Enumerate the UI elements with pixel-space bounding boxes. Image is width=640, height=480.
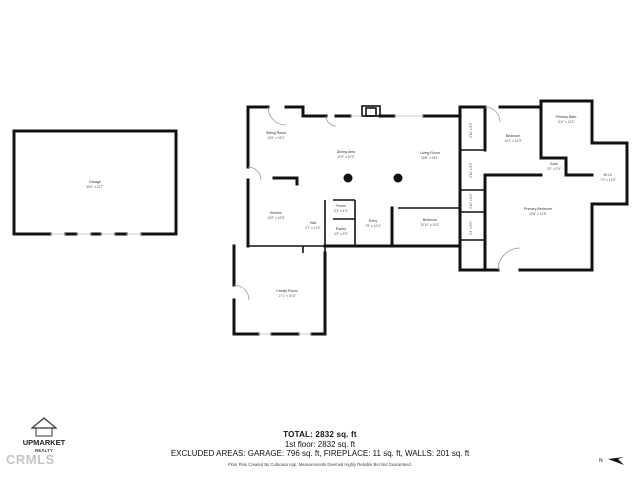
pantry-dimensions: 4'3" x 5'9"	[334, 232, 348, 236]
house-exterior-walls	[232, 99, 629, 336]
primary-bath-dimensions: 11'0" x 11'3"	[557, 120, 574, 124]
primary-bedroom-label: Primary Bedroom	[524, 207, 552, 211]
bedroom-upper-dimensions: 12'4" x 14'3"	[504, 139, 521, 143]
total-area: TOTAL: 2832 sq. ft	[283, 430, 357, 439]
column-left	[343, 173, 353, 183]
bedroom-upper-label: Bedroom	[506, 134, 521, 138]
dining-area-label: Dining Area	[337, 150, 356, 154]
entry-label: Entry	[369, 219, 378, 223]
closet-c-dimensions: 2'11" x 6'9"	[469, 193, 473, 208]
room-labels: Garage 30'3" x 22'7" Sitting Room 12'6" …	[86, 115, 616, 298]
pantry-label: Pantry	[336, 227, 347, 231]
garage-walls	[12, 129, 178, 236]
upmarket-realty-logo: UPMARKET REALTY	[23, 417, 66, 453]
kitchen-label: Kitchen	[270, 211, 282, 215]
sitting-room-label: Sitting Room	[266, 131, 287, 135]
sitting-room-dimensions: 12'6" x 15'3"	[267, 136, 284, 140]
primary-bath-label: Primary Bath	[556, 115, 577, 119]
hall-dimensions: 4'7" x 11'0"	[305, 226, 320, 230]
wic-dimensions: 7'3" x 14'9"	[600, 178, 616, 182]
door-swings	[233, 106, 521, 301]
dining-area-dimensions: 19'3" x 20'3"	[337, 155, 354, 159]
interior-walls	[248, 105, 594, 272]
bedroom-lower-dimensions: 10'11" x 10'0"	[420, 223, 439, 227]
closet-a-dimensions: 2'11" x 6'9"	[469, 122, 473, 137]
wic-label: W.I.C	[604, 173, 613, 177]
arrow-shape	[608, 457, 624, 465]
garage-dimensions: 30'3" x 22'7"	[86, 185, 103, 189]
north-arrow-icon: N	[599, 457, 624, 465]
living-room-label: Living Room	[420, 151, 440, 155]
house-body-icon	[35, 427, 53, 437]
primary-bedroom-dimensions: 20'8" x 21'5"	[529, 212, 546, 216]
bedroom-lower-label: Bedroom	[423, 218, 438, 222]
family-room-label: Family Room	[276, 289, 297, 293]
room-small-label: Room	[336, 204, 346, 208]
windows	[50, 115, 424, 335]
house-roof-icon	[30, 417, 58, 429]
garage-label: Garage	[89, 180, 101, 184]
logo-line2: REALTY	[35, 448, 53, 453]
hall-label: Hall	[310, 221, 316, 225]
closet-d-dimensions: 2'4" x 6'9"	[469, 221, 473, 235]
kitchen-dimensions: 12'0" x 15'5"	[267, 216, 284, 220]
room-small-dimensions: 5'3" x 4'3"	[334, 209, 348, 213]
first-floor-area: 1st floor: 2832 sq. ft	[284, 440, 356, 449]
living-room-dimensions: 15'8" x 18'1"	[421, 156, 438, 160]
disclaimer-text: Floor Plan Created By Cubicasa App. Meas…	[228, 462, 412, 467]
family-room-dimensions: 17'1" x 19'4"	[278, 294, 295, 298]
logo-line1: UPMARKET	[23, 438, 66, 447]
closet-b-dimensions: 2'11" x 6'9"	[469, 162, 473, 177]
excluded-areas: EXCLUDED AREAS: GARAGE: 796 sq. ft, FIRE…	[170, 449, 470, 458]
entry-dimensions: 7'6" x 10'4"	[365, 224, 381, 228]
compass-label: N	[599, 458, 603, 464]
crmls-watermark: CRMLS	[6, 452, 55, 467]
bath-dimensions: 5'2" x 2'9"	[547, 167, 561, 171]
bath-label: Bath	[550, 162, 557, 166]
column-right	[393, 173, 403, 183]
